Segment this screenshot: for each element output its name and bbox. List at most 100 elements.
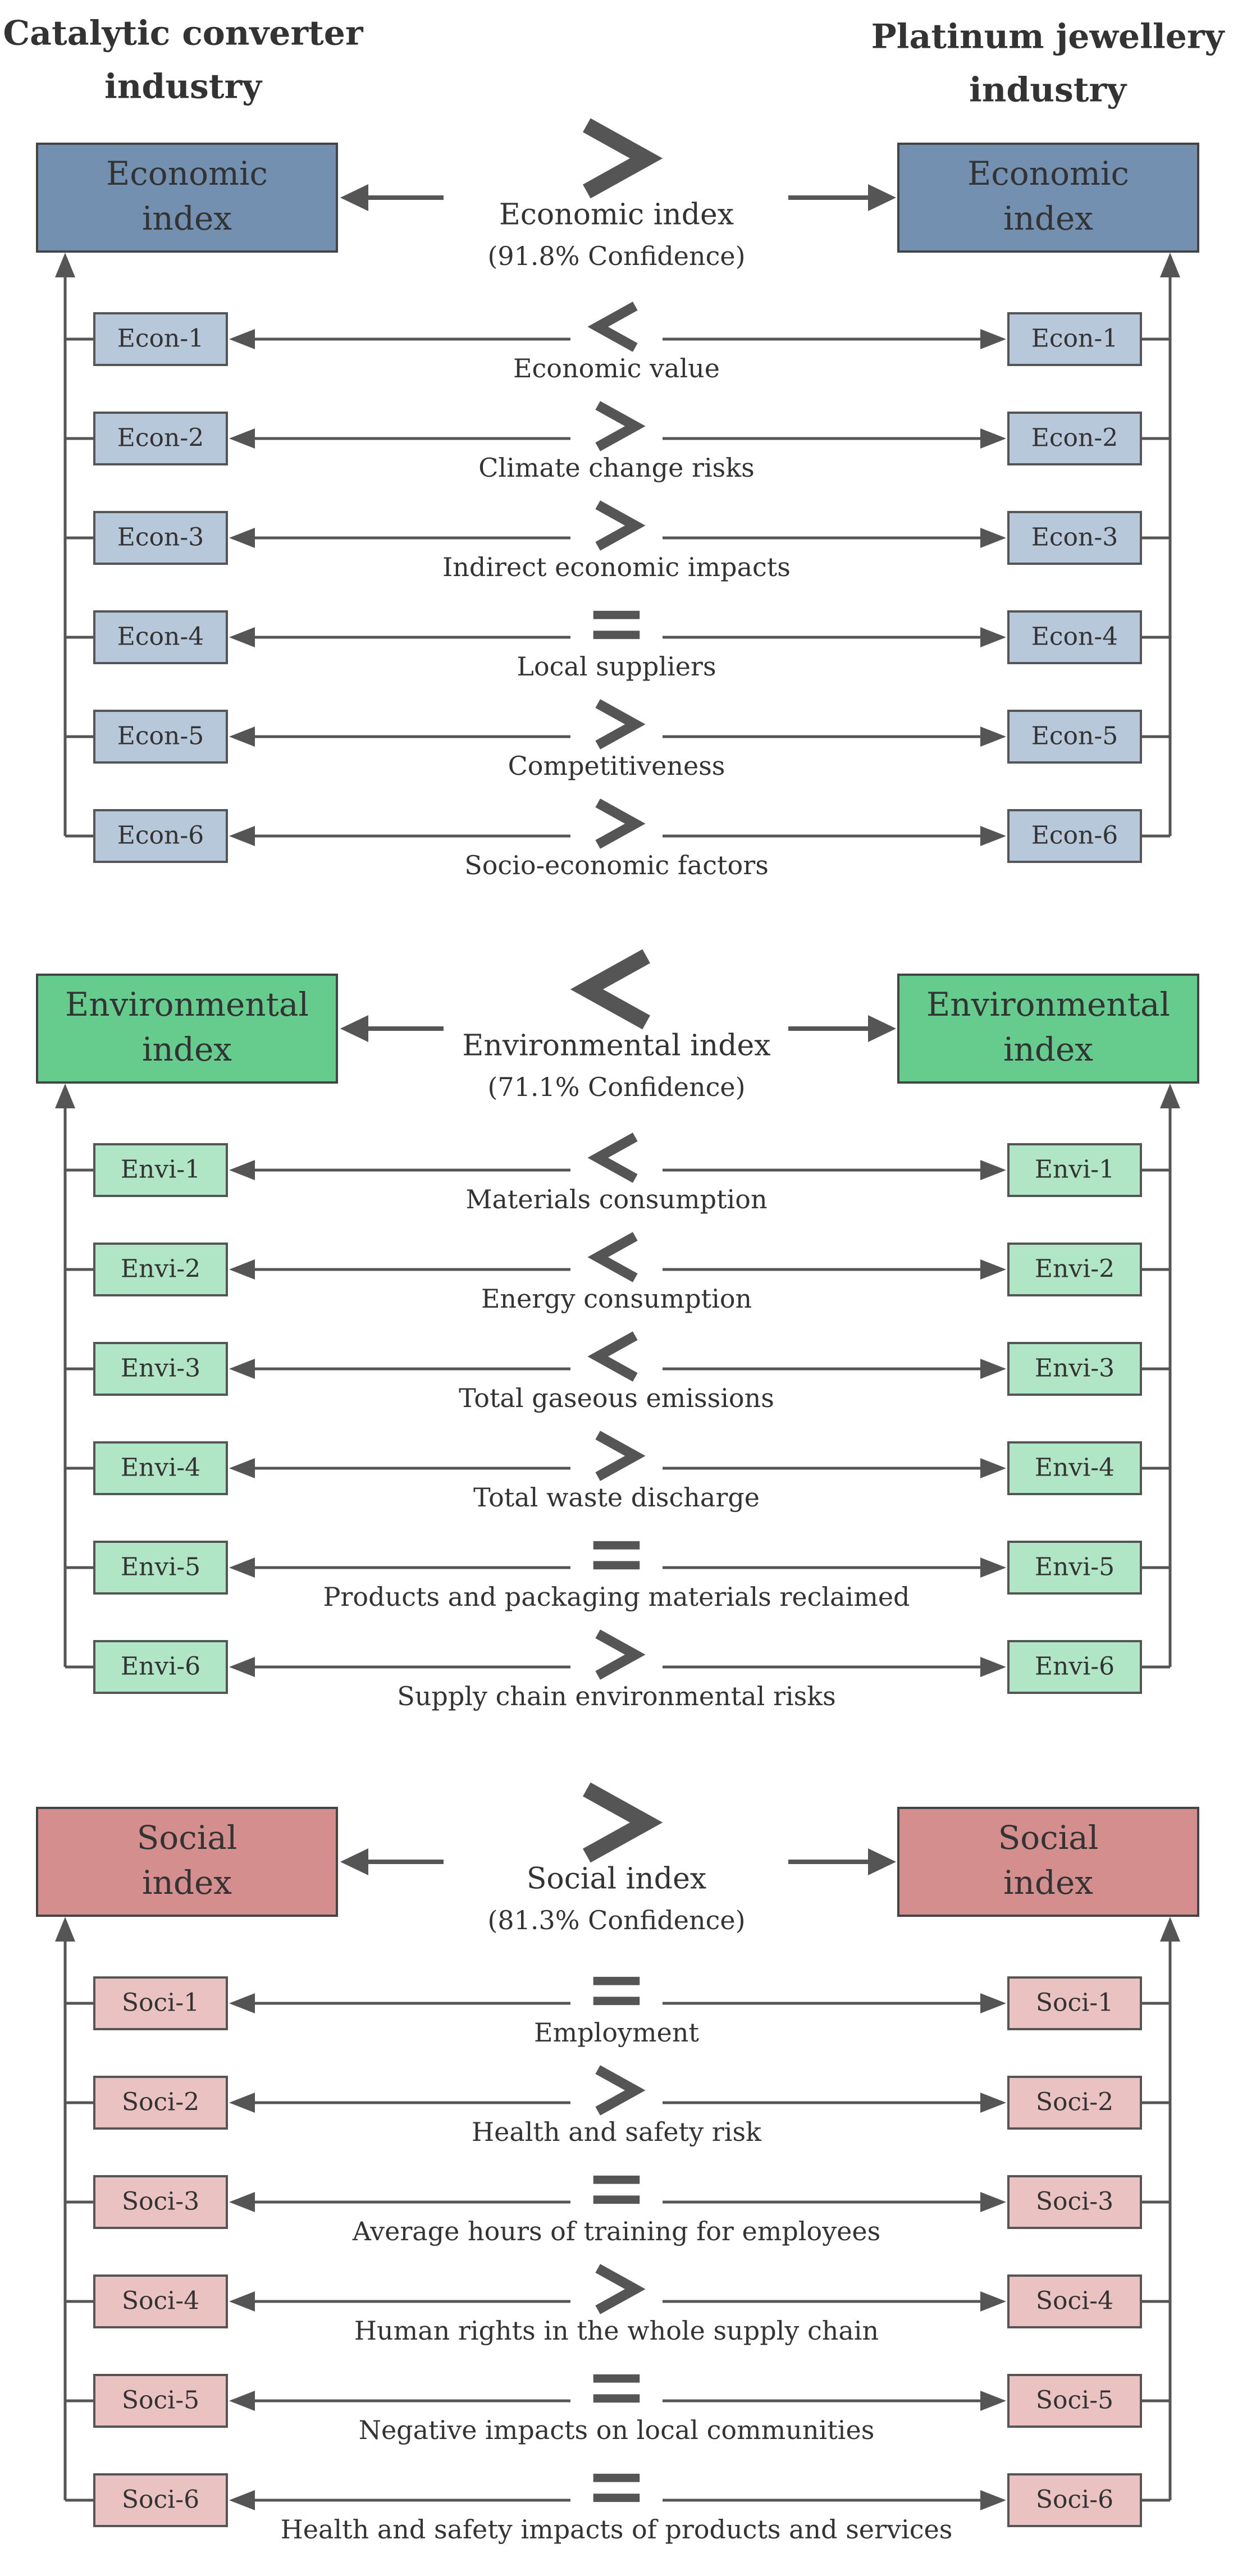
item-code-label: Soci-5 (122, 2386, 199, 2415)
economic-index-comparison-symbol-text: > (616, 157, 617, 159)
item-code-label: Envi-4 (121, 1454, 200, 1482)
item-comparison-symbol-text: = (616, 2189, 617, 2190)
left-item-box: Soci-5 (93, 2374, 228, 2428)
item-comparison-symbol-text: > (616, 1455, 617, 1456)
right-item-box: Econ-6 (1007, 809, 1142, 863)
item-arrowhead-left (229, 727, 255, 747)
item-arrowhead-right (980, 329, 1006, 349)
left-item-box: Econ-6 (93, 809, 228, 863)
item-arrowhead-right (980, 1558, 1006, 1578)
left-item-box: Econ-5 (93, 710, 228, 764)
item-arrowhead-right (980, 1657, 1006, 1677)
index-box-label-line: index (1003, 1030, 1093, 1068)
item-criterion-label: Energy consumption (481, 1284, 752, 1314)
item-comparison-symbol-text: = (616, 1555, 617, 1556)
left-item-box: Econ-3 (93, 511, 228, 565)
left-item-box: Envi-4 (93, 1441, 228, 1495)
right-item-box: Envi-1 (1007, 1143, 1142, 1197)
item-comparison-symbol-text: = (616, 2487, 617, 2488)
item-arrowhead-left (229, 2490, 255, 2510)
item-code-label: Envi-2 (1035, 1255, 1115, 1284)
item-code-label: Envi-6 (121, 1652, 200, 1681)
arrowhead-right-index (868, 1015, 896, 1042)
item-code-label: Soci-1 (1036, 1989, 1113, 2017)
item-comparison-symbol-text: > (616, 2288, 617, 2290)
item-arrowhead-right (980, 1993, 1006, 2013)
right-item-box: Econ-2 (1007, 412, 1142, 465)
left-item-box: Envi-1 (93, 1143, 228, 1197)
item-code-label: Econ-6 (1031, 821, 1118, 850)
item-comparison-symbol: > (595, 1629, 646, 1680)
item-arrowhead-right (980, 2192, 1006, 2212)
item-comparison-symbol: = (593, 1976, 640, 2006)
left-item-box: Soci-6 (93, 2473, 228, 2527)
item-arrowhead-right (980, 2093, 1006, 2113)
item-code-label: Envi-5 (121, 1553, 200, 1582)
item-arrowhead-left (229, 428, 255, 449)
item-arrowhead-left (229, 826, 255, 846)
item-arrowhead-right (980, 1160, 1006, 1180)
item-code-label: Econ-5 (1031, 722, 1118, 751)
left-social-index-box: Social index (36, 1807, 338, 1917)
right-item-box: Soci-6 (1007, 2473, 1142, 2527)
item-code-label: Econ-5 (117, 722, 204, 751)
index-box-label-line: Social (137, 1819, 238, 1857)
item-code-label: Envi-5 (1035, 1553, 1115, 1582)
item-comparison-symbol: > (595, 699, 646, 750)
item-code-label: Soci-3 (122, 2187, 199, 2216)
item-comparison-symbol-text: < (616, 1157, 617, 1158)
item-criterion-label: Products and packaging materials reclaim… (323, 1582, 910, 1612)
item-code-label: Soci-4 (122, 2287, 199, 2315)
item-code-label: Soci-6 (1036, 2486, 1113, 2514)
item-arrowhead-right (980, 2490, 1006, 2510)
item-arrowhead-left (229, 2291, 255, 2312)
item-comparison-symbol: > (595, 500, 646, 551)
item-criterion-label: Average hours of training for employees (352, 2216, 880, 2246)
item-arrowhead-left (229, 1657, 255, 1677)
right-item-box: Envi-6 (1007, 1640, 1142, 1694)
right-item-box: Econ-3 (1007, 511, 1142, 565)
item-arrowhead-right (980, 826, 1006, 846)
right-item-box: Envi-2 (1007, 1243, 1142, 1296)
left-item-box: Econ-2 (93, 412, 228, 465)
item-arrowhead-right (980, 2391, 1006, 2411)
item-code-label: Envi-3 (121, 1354, 200, 1383)
item-arrowhead-right (980, 428, 1006, 449)
left-item-box: Soci-2 (93, 2076, 228, 2130)
index-box-label-line: index (142, 1864, 232, 1902)
item-code-label: Soci-5 (1036, 2386, 1113, 2415)
social-index-comparison-symbol-text: > (616, 1821, 617, 1823)
right-item-box: Soci-1 (1007, 1976, 1142, 2030)
arrowhead-left-index (340, 184, 368, 211)
item-code-label: Soci-1 (122, 1989, 199, 2017)
right-item-box: Econ-4 (1007, 610, 1142, 664)
item-criterion-label: Total waste discharge (473, 1482, 760, 1513)
left-vertical-arrowhead (55, 1084, 75, 1108)
right-item-box: Soci-4 (1007, 2274, 1142, 2328)
environmental-index-confidence: (71.1% Confidence) (487, 1072, 745, 1102)
item-comparison-symbol: > (595, 2065, 646, 2116)
left-industry-header-line: industry (104, 67, 263, 107)
item-arrowhead-left (229, 2192, 255, 2212)
item-code-label: Econ-4 (1031, 623, 1118, 651)
item-criterion-label: Socio-economic factors (464, 850, 769, 880)
right-item-box: Econ-1 (1007, 312, 1142, 366)
left-item-box: Econ-1 (93, 312, 228, 366)
right-vertical-arrowhead (1160, 253, 1180, 277)
item-criterion-label: Health and safety risk (472, 2117, 762, 2147)
item-comparison-symbol-text: > (616, 2089, 617, 2091)
index-box-label-line: Economic (967, 154, 1129, 193)
